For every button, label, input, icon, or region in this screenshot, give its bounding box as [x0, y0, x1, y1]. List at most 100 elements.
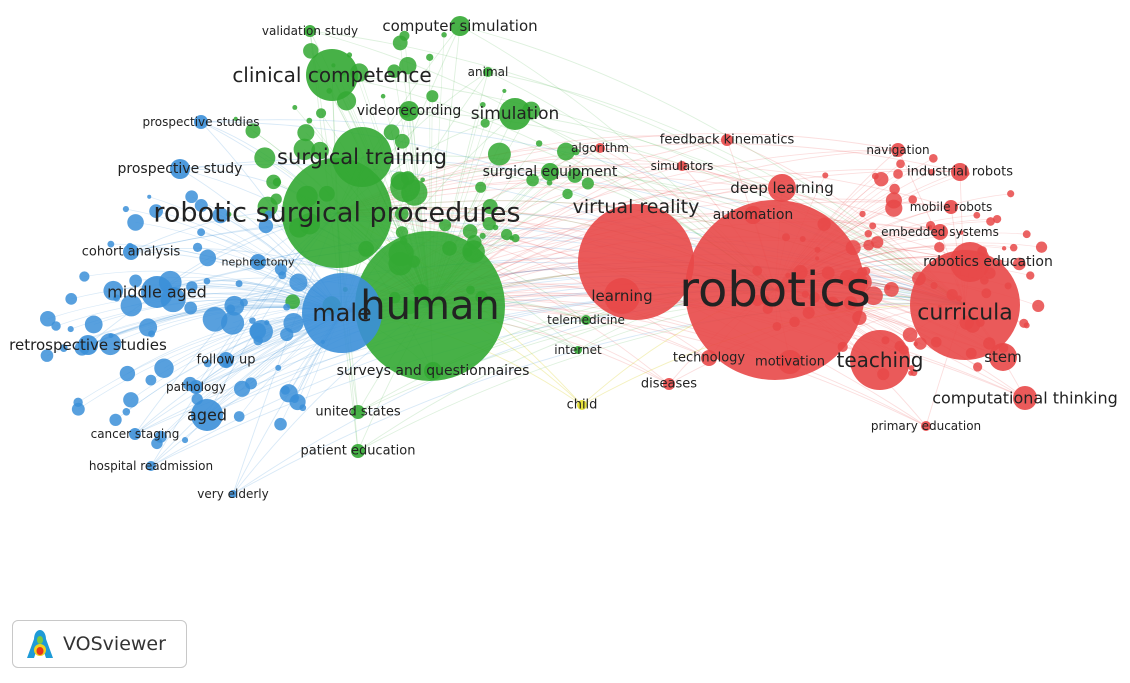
- minor-node[interactable]: [184, 301, 198, 315]
- node-internet[interactable]: [574, 346, 582, 354]
- label-animal[interactable]: animal: [468, 65, 509, 79]
- node-human[interactable]: [355, 231, 505, 381]
- minor-node[interactable]: [581, 177, 594, 190]
- minor-node[interactable]: [928, 168, 935, 176]
- label-child[interactable]: child: [567, 398, 598, 413]
- minor-node[interactable]: [439, 219, 452, 232]
- minor-node[interactable]: [40, 310, 56, 327]
- minor-node[interactable]: [546, 179, 553, 186]
- label-mobile-robots[interactable]: mobile robots: [910, 200, 992, 214]
- minor-node[interactable]: [1018, 261, 1025, 267]
- label-surgical-equipment[interactable]: surgical equipment: [483, 164, 618, 180]
- label-retrospective-studies[interactable]: retrospective studies: [9, 336, 167, 354]
- node-animal[interactable]: [483, 67, 493, 77]
- label-pathology[interactable]: pathology: [166, 380, 226, 394]
- minor-node[interactable]: [123, 392, 139, 408]
- node-united-states[interactable]: [351, 405, 365, 419]
- minor-node[interactable]: [109, 413, 122, 426]
- label-patient-education[interactable]: patient education: [301, 444, 416, 459]
- minor-node[interactable]: [822, 172, 829, 179]
- minor-node[interactable]: [122, 408, 131, 416]
- node-very-elderly[interactable]: [229, 490, 237, 498]
- minor-node[interactable]: [864, 286, 883, 306]
- minor-node[interactable]: [145, 374, 157, 386]
- minor-node[interactable]: [420, 177, 425, 183]
- node-male[interactable]: [302, 273, 382, 353]
- minor-node[interactable]: [394, 206, 409, 221]
- label-internet[interactable]: internet: [554, 343, 602, 357]
- node-simulators[interactable]: [677, 161, 687, 171]
- minor-node[interactable]: [1023, 322, 1030, 329]
- minor-node[interactable]: [426, 53, 434, 61]
- minor-node[interactable]: [482, 199, 498, 215]
- minor-node[interactable]: [492, 224, 499, 231]
- node-feedback-kinematics[interactable]: [721, 134, 733, 146]
- node-hospital-readmission[interactable]: [146, 461, 156, 471]
- label-cohort-analysis[interactable]: cohort analysis: [82, 245, 181, 260]
- minor-node[interactable]: [186, 281, 198, 293]
- minor-node[interactable]: [194, 199, 208, 213]
- minor-node[interactable]: [869, 222, 877, 230]
- node-computational-thinking[interactable]: [1013, 386, 1037, 410]
- minor-node[interactable]: [275, 364, 282, 371]
- minor-node[interactable]: [511, 234, 520, 243]
- label-surveys-and-questionnaires[interactable]: surveys and questionnaires: [337, 363, 530, 379]
- minor-node[interactable]: [254, 147, 276, 169]
- minor-node[interactable]: [884, 282, 899, 297]
- minor-node[interactable]: [148, 330, 156, 338]
- node-middle-aged[interactable]: [141, 276, 173, 308]
- minor-node[interactable]: [253, 335, 263, 346]
- minor-node[interactable]: [387, 64, 401, 78]
- label-united-states[interactable]: united states: [315, 405, 401, 420]
- minor-node[interactable]: [383, 124, 400, 141]
- minor-node[interactable]: [306, 117, 313, 124]
- minor-node[interactable]: [233, 411, 245, 422]
- minor-node[interactable]: [67, 326, 74, 333]
- minor-node[interactable]: [535, 140, 543, 147]
- minor-node[interactable]: [65, 293, 78, 305]
- minor-node[interactable]: [908, 195, 917, 204]
- label-diseases[interactable]: diseases: [641, 377, 697, 392]
- minor-node[interactable]: [258, 218, 274, 234]
- minor-node[interactable]: [127, 214, 144, 231]
- minor-node[interactable]: [197, 228, 206, 237]
- minor-node[interactable]: [479, 232, 486, 239]
- minor-node[interactable]: [235, 280, 243, 288]
- minor-node[interactable]: [973, 362, 983, 372]
- label-surgical-training[interactable]: surgical training: [277, 145, 447, 169]
- minor-node[interactable]: [926, 221, 936, 231]
- minor-node[interactable]: [1022, 230, 1031, 239]
- node-automation[interactable]: [744, 206, 762, 224]
- label-cancer-staging[interactable]: cancer staging: [91, 427, 180, 441]
- minor-node[interactable]: [889, 183, 900, 195]
- node-aged[interactable]: [191, 399, 223, 431]
- minor-node[interactable]: [1009, 243, 1018, 252]
- node-deep-learning[interactable]: [768, 174, 796, 202]
- node-embedded-systems[interactable]: [932, 224, 948, 240]
- minor-node[interactable]: [502, 88, 507, 93]
- minor-node[interactable]: [233, 380, 251, 397]
- minor-node[interactable]: [871, 236, 884, 249]
- minor-node[interactable]: [475, 181, 487, 193]
- minor-node[interactable]: [181, 437, 189, 444]
- label-robotics-education[interactable]: robotics education: [923, 254, 1053, 270]
- node-surgical-equipment[interactable]: [541, 163, 559, 181]
- label-clinical-competence[interactable]: clinical competence: [232, 63, 431, 87]
- label-industrial-robots[interactable]: industrial robots: [907, 165, 1013, 180]
- node-prospective-study[interactable]: [170, 159, 190, 179]
- node-videorecording[interactable]: [399, 101, 419, 121]
- minor-node[interactable]: [119, 365, 136, 382]
- label-robotic-surgical-procedures[interactable]: robotic surgical procedures: [153, 198, 520, 229]
- label-primary-education[interactable]: primary education: [871, 419, 981, 433]
- node-simulation[interactable]: [499, 98, 531, 130]
- node-telemedicine[interactable]: [581, 315, 591, 325]
- label-hospital-readmission[interactable]: hospital readmission: [89, 459, 213, 473]
- label-embedded-systems[interactable]: embedded systems: [881, 225, 999, 239]
- minor-node[interactable]: [441, 32, 447, 38]
- node-clinical-competence[interactable]: [306, 49, 358, 101]
- minor-node[interactable]: [270, 193, 282, 205]
- minor-node[interactable]: [149, 204, 163, 219]
- node-surgical-training[interactable]: [332, 127, 392, 187]
